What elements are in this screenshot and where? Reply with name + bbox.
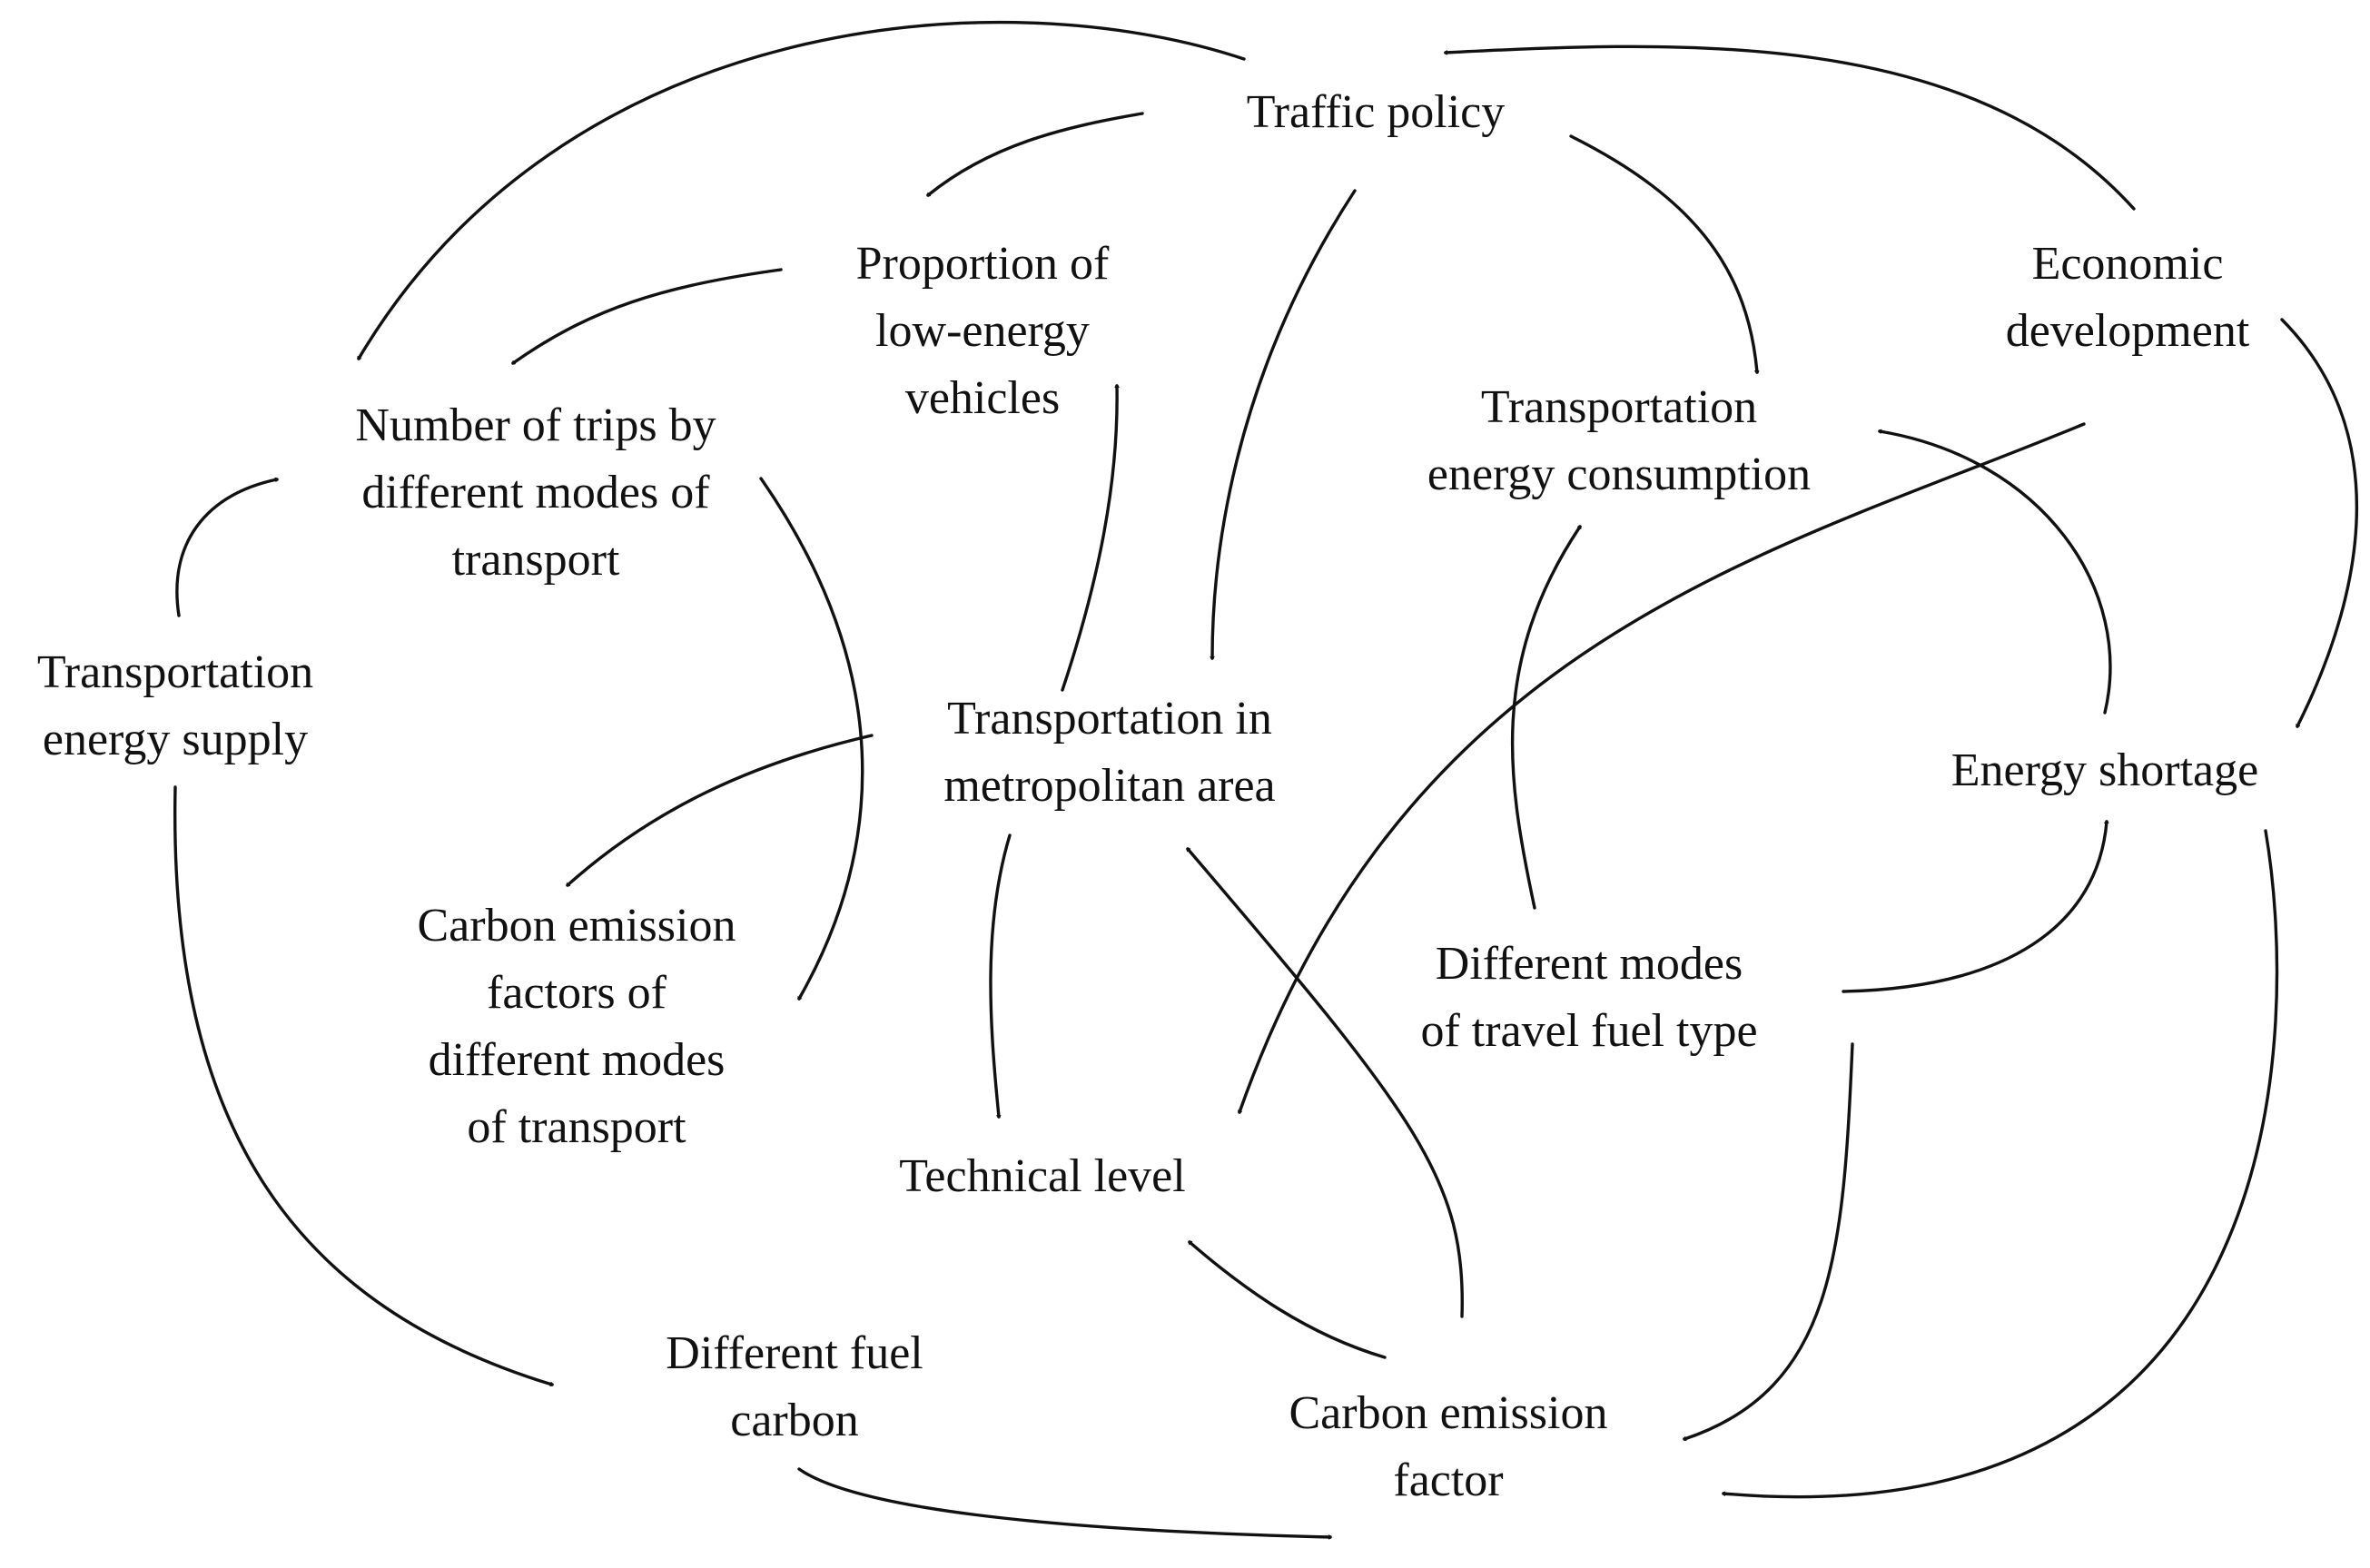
- node-label-line: different modes of: [361, 467, 710, 518]
- node-different-fuel-carbon: Different fuel carbon: [666, 1327, 923, 1446]
- node-transport-metro-area: Transportation in metropolitan area: [943, 693, 1275, 812]
- node-label-line: carbon: [730, 1395, 858, 1446]
- arrow-different-fuel-carbon-to-carbon-emission-factor: [1188, 1240, 1387, 1359]
- arrow-transport-energy-supply-to-different-fuel-carbon: [173, 785, 554, 1385]
- arrow-economic-development-to-energy-shortage: [2280, 318, 2358, 728]
- arrow-traffic-policy-to-transport-energy-consumption: [1569, 134, 1757, 374]
- arrow-carbon-emission-factor-to-transport-metro-area: [1510, 525, 1582, 910]
- arrow-traffic-policy-to-number-of-trips: [357, 20, 1246, 360]
- arrow-economic-development-to-technical-level: [1239, 422, 2086, 1114]
- node-label-line: Energy shortage: [1951, 745, 2258, 796]
- node-traffic-policy: Traffic policy: [1247, 86, 1506, 138]
- node-label-line: Traffic policy: [1247, 86, 1506, 138]
- arrow-different-modes-fuel-type-to-carbon-emission-factor: [1878, 431, 2112, 715]
- node-carbon-emission-factor: Carbon emission factor: [1289, 1387, 1608, 1506]
- arrow-different-modes-fuel-type-to-energy-shortage: [1683, 1042, 1854, 1439]
- arrow-transport-metro-area-to-technical-level: [991, 833, 1010, 1119]
- arrow-transport-metro-area-to-carbon-emission-factors-modes: [566, 734, 874, 887]
- node-label-line: Technical level: [899, 1150, 1185, 1202]
- node-label-line: metropolitan area: [943, 760, 1275, 812]
- arrow-energy-shortage-to-transport-energy-consumption: [1722, 829, 2279, 1497]
- arrow-proportion-low-energy-to-number-of-trips: [511, 268, 783, 365]
- arrow-economic-development-to-traffic-policy: [1444, 46, 2136, 211]
- node-label-line: Transportation: [1481, 381, 1757, 433]
- arrow-traffic-policy-to-proportion-low-energy: [928, 112, 1144, 197]
- node-label-line: Different modes: [1436, 938, 1743, 990]
- node-label-line: different modes: [429, 1034, 726, 1086]
- node-technical-level: Technical level: [899, 1150, 1185, 1202]
- node-transport-energy-consumption: Transportation energy consumption: [1427, 381, 1811, 500]
- arrow-different-modes-fuel-type-to-transport-energy-consumption: [1842, 820, 2107, 993]
- node-economic-development: Economic development: [2006, 238, 2250, 357]
- node-transport-energy-supply: Transportation energy supply: [37, 646, 313, 765]
- arrow-transport-metro-area-to-proportion-low-energy: [1061, 384, 1117, 692]
- node-carbon-emission-factors-modes: Carbon emission factors of different modes…: [418, 900, 736, 1153]
- node-label-line: energy consumption: [1427, 449, 1811, 500]
- arrow-traffic-policy-to-transport-metro-area: [1212, 189, 1357, 660]
- node-label-line: transport: [452, 534, 620, 586]
- node-label-line: Transportation in: [947, 693, 1272, 745]
- node-label-line: Different fuel: [666, 1327, 923, 1379]
- node-label-line: Economic: [2032, 238, 2224, 290]
- node-energy-shortage: Energy shortage: [1951, 745, 2258, 796]
- arrow-carbon-emission-factor-to-technical-level: [1186, 847, 1465, 1318]
- node-label-line: vehicles: [905, 372, 1060, 424]
- arrow-transport-energy-supply-to-number-of-trips: [175, 479, 279, 617]
- node-label-line: Carbon emission: [418, 900, 736, 952]
- edges-layer: [173, 20, 2358, 1537]
- node-label-line: factors of: [487, 967, 667, 1019]
- node-proportion-low-energy: Proportion of low-energy vehicles: [856, 238, 1110, 424]
- node-label-line: of transport: [467, 1101, 686, 1153]
- node-label-line: of travel fuel type: [1420, 1005, 1757, 1057]
- node-label-line: energy supply: [43, 714, 308, 765]
- arrow-number-of-trips-to-carbon-emission-factors-modes: [759, 477, 864, 1001]
- node-label-line: factor: [1393, 1455, 1503, 1506]
- node-label-line: development: [2006, 305, 2250, 357]
- node-label-line: Transportation: [37, 646, 313, 698]
- node-different-modes-fuel-type: Different modes of travel fuel type: [1420, 938, 1757, 1057]
- node-label-line: Number of trips by: [355, 399, 716, 451]
- arrow-technical-level-to-carbon-emission-factors-modes: [797, 1467, 1332, 1537]
- node-label-line: Proportion of: [856, 238, 1110, 290]
- node-number-of-trips: Number of trips by different modes of tran…: [355, 399, 716, 586]
- node-label-line: Carbon emission: [1289, 1387, 1608, 1439]
- node-label-line: low-energy: [875, 305, 1090, 357]
